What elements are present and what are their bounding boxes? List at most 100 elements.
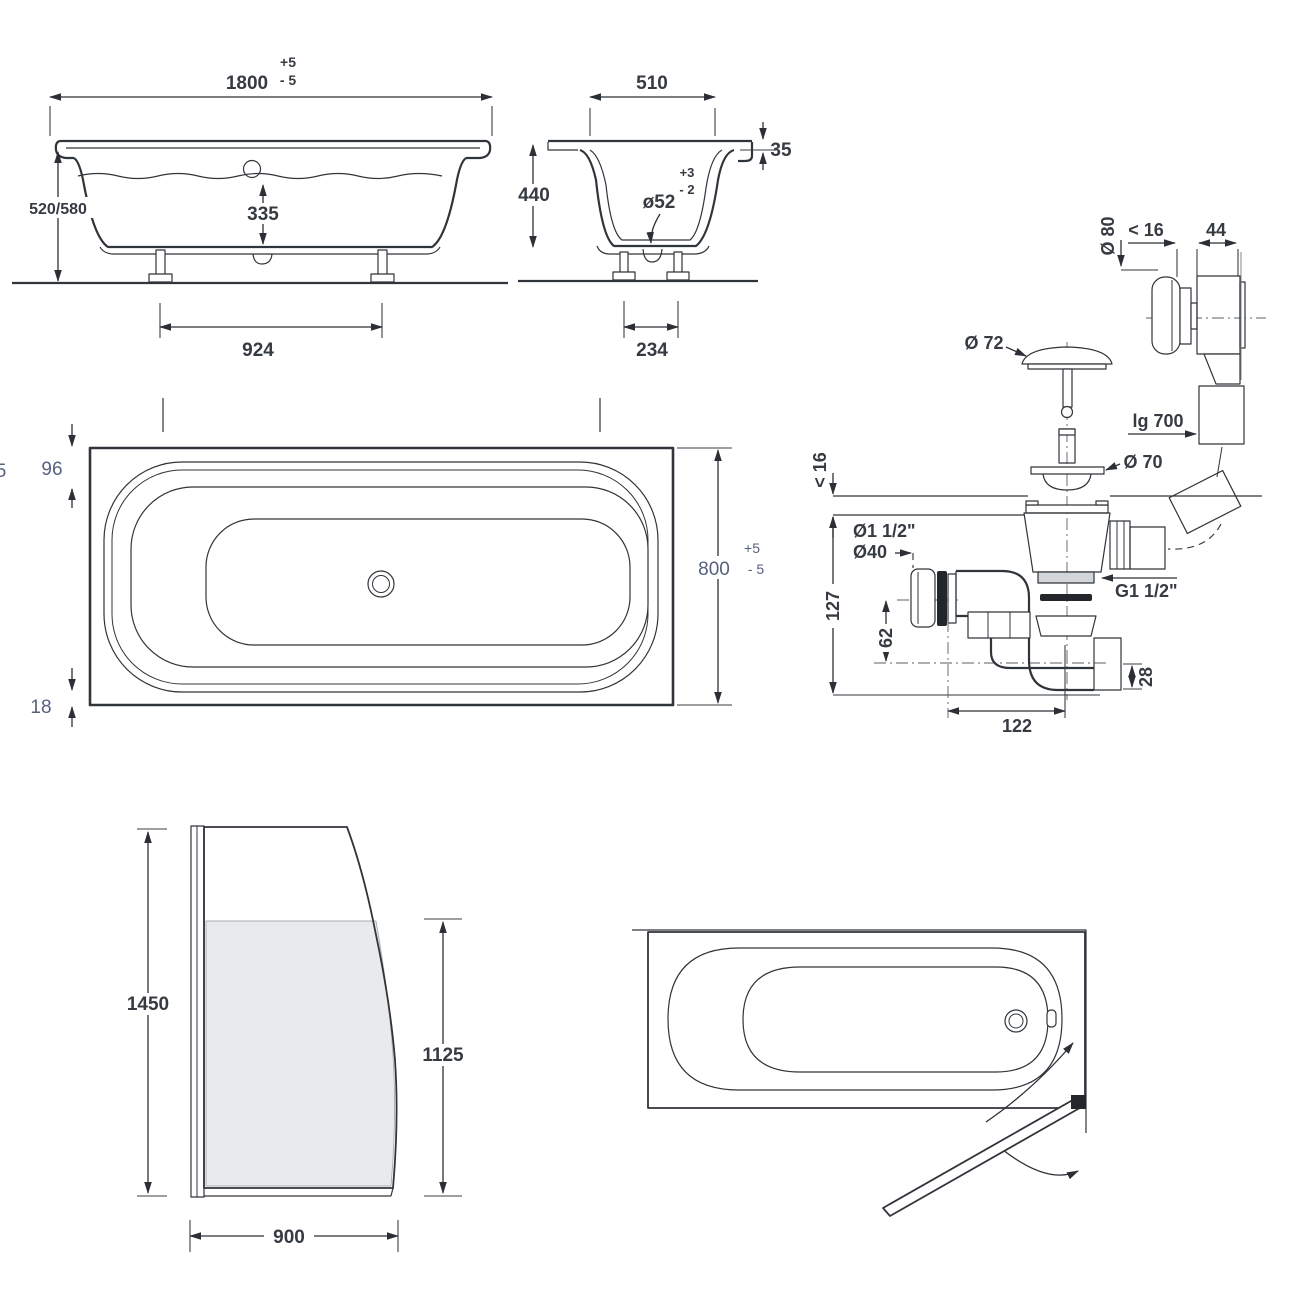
- overflow-hose-bend: [1168, 469, 1242, 535]
- side-length-tol-plus: +5: [280, 54, 296, 70]
- side-length-label: 1800: [226, 73, 268, 94]
- end-rim-label: 35: [770, 140, 792, 161]
- plan-outer-rim: [88, 446, 675, 707]
- overflow-cap-dia-label: Ø 80: [1098, 216, 1118, 255]
- trap-elbow: [910, 568, 1094, 692]
- dim-drain-height-127: 127: [823, 516, 843, 694]
- plan-rim-top-label: 96: [41, 459, 62, 480]
- plan-basin: [205, 518, 631, 646]
- screen-glass-outline: [203, 826, 398, 1189]
- end-feet-spacing-label: 234: [636, 340, 668, 361]
- overflow-hole: [242, 159, 262, 179]
- drain-height-label: 127: [823, 591, 843, 621]
- dim-screen-width-900: 900: [189, 1220, 399, 1252]
- overflow-body-label: 44: [1206, 220, 1226, 240]
- overflow-hose: [1198, 385, 1245, 445]
- plan-rim-line-2: [111, 469, 649, 685]
- dim-trap-length-122: 122: [947, 620, 1066, 736]
- outlet-thread-label: G1 1/2": [1115, 581, 1178, 601]
- outlet-nut: [1093, 637, 1122, 691]
- clipped-edge-digit: 5: [0, 461, 6, 482]
- dim-feet-spacing-924: 924: [159, 303, 383, 361]
- end-drain-tol-minus: - 2: [679, 182, 694, 197]
- end-elevation-view: 510 440 35 ø52 +3 - 2: [512, 73, 792, 361]
- dim-depth-440: 440: [512, 144, 556, 248]
- plan-rim-line-3: [130, 486, 649, 668]
- end-drain-label: ø52: [643, 192, 676, 213]
- dim-tub-bottom-16: < 16: [810, 452, 837, 538]
- overflow-pipe-dia-label: Ø40: [853, 542, 887, 562]
- dim-width-800: 800 +5 - 5: [677, 447, 765, 706]
- drain-recess: [642, 248, 663, 263]
- screen-open-position: [882, 1096, 1086, 1217]
- wall-hatch-right: [1086, 930, 1106, 1133]
- plug-dia-label: Ø 72: [964, 333, 1003, 353]
- side-height-label: 520/580: [29, 201, 87, 218]
- dim-plug-72: Ø 72: [964, 333, 1027, 357]
- plan-width-label: 800: [698, 559, 730, 580]
- outlet-thread: [1129, 526, 1166, 570]
- plan-rim-bottom-label: 18: [30, 697, 51, 718]
- corner-tub-basin: [742, 966, 1049, 1073]
- trap-drop-label: 62: [876, 628, 896, 648]
- dim-rim-35: 35: [740, 122, 792, 170]
- end-depth-label: 440: [518, 185, 550, 206]
- end-drain-tol-plus: +3: [680, 165, 695, 180]
- dim-overflow-80: Ø 80: [1098, 216, 1158, 271]
- dim-overflow-16-44: < 16 44: [1128, 220, 1242, 380]
- tub-bottom-max-label: < 16: [810, 452, 830, 488]
- dim-feet-spacing-234: 234: [623, 301, 679, 361]
- screen-elevation-view: 1450 1125 900: [122, 825, 469, 1252]
- water-line: [77, 172, 443, 180]
- end-tub-outline: [547, 139, 754, 263]
- trap-inlet-dia-label: Ø1 1/2": [853, 521, 916, 541]
- washer-dia-label: Ø 70: [1123, 452, 1162, 472]
- swing-arc-outer: [997, 1145, 1079, 1180]
- plan-drain-outer: [367, 570, 395, 598]
- corner-overflow: [1046, 1009, 1057, 1028]
- dim-height-520-580: 520/580: [23, 151, 93, 282]
- corner-drain-outer: [1004, 1009, 1028, 1033]
- glass-height-label: 1125: [422, 1045, 464, 1066]
- trap-length-label: 122: [1002, 716, 1032, 736]
- dim-trap-drop-62: 62: [876, 600, 896, 662]
- dim-overflow-depth-335: 335: [245, 184, 282, 245]
- corner-tub-rim: [647, 931, 1086, 1109]
- waste-fitting-view: Ø 80 < 16 44 lg 700: [810, 216, 1266, 736]
- waste-body: [1023, 500, 1166, 691]
- ground-side: [12, 281, 508, 285]
- outlet-nut-label: 28: [1136, 667, 1156, 687]
- dim-rim-96: 96: [41, 424, 76, 508]
- overflow-fitting: [1151, 275, 1246, 550]
- side-feet-spacing-label: 924: [242, 340, 274, 361]
- side-tub-outline: [54, 139, 492, 265]
- plan-width-tol-plus: +5: [744, 540, 760, 556]
- dim-glass-height-1125: 1125: [417, 918, 469, 1197]
- dim-drain-52: ø52 +3 - 2: [643, 165, 695, 244]
- hose-length-label: lg 700: [1132, 411, 1183, 431]
- dim-washer-70: Ø 70: [1105, 452, 1163, 472]
- screen-pivot-hinge: [1071, 1095, 1086, 1109]
- ground-end: [518, 279, 758, 283]
- plan-width-tol-minus: - 5: [748, 561, 765, 577]
- plug-assembly: [1021, 346, 1113, 491]
- side-depth-label: 335: [247, 204, 279, 225]
- end-feet: [612, 251, 690, 281]
- plan-rim-line-1: [103, 461, 659, 693]
- dim-outlet-nut-28: 28: [1123, 663, 1156, 690]
- screen-height-label: 1450: [127, 994, 169, 1015]
- wall-hatch-top: [632, 908, 1106, 930]
- dim-width-510: 510: [589, 73, 716, 136]
- dim-hose-length: lg 700: [1128, 411, 1197, 438]
- corner-plan-view: [632, 908, 1106, 1217]
- plan-drain-inner: [372, 575, 390, 593]
- swing-arc-inner: [985, 1042, 1074, 1123]
- corner-drain-inner: [1008, 1013, 1024, 1029]
- side-length-tol-minus: - 5: [280, 72, 297, 88]
- dim-overflow-pipe: Ø1 1/2" Ø40: [853, 521, 916, 568]
- screen-width-label: 900: [273, 1227, 305, 1248]
- dim-length-1800: 1800 +5 - 5: [49, 54, 493, 136]
- dim-outlet-thread: G1 1/2": [1101, 574, 1178, 601]
